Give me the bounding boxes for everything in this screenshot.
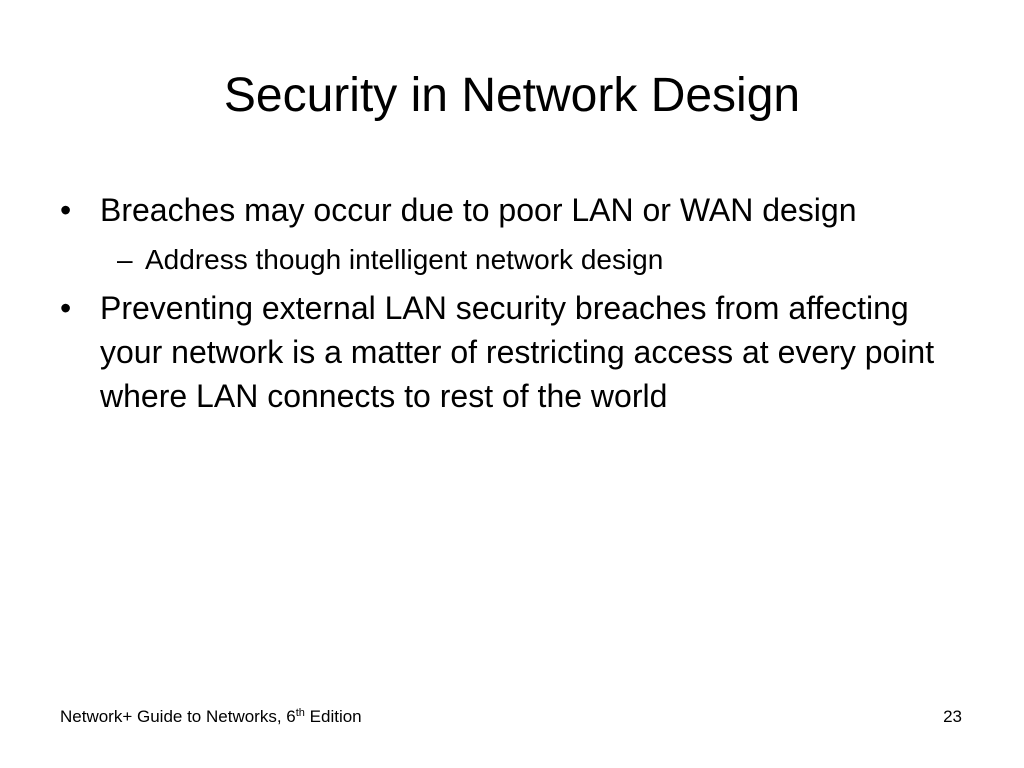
footer-book-prefix: Network+ Guide to Networks, 6 xyxy=(60,707,296,726)
sub-bullet-item: – Address though intelligent network des… xyxy=(60,238,970,282)
bullet-marker: • xyxy=(60,290,72,326)
slide-content: • Breaches may occur due to poor LAN or … xyxy=(60,188,970,424)
footer-book-suffix: Edition xyxy=(304,707,362,726)
bullet-item: • Preventing external LAN security breac… xyxy=(60,286,970,418)
bullet-text: Breaches may occur due to poor LAN or WA… xyxy=(100,192,857,228)
footer-book-title: Network+ Guide to Networks, 6th Edition xyxy=(60,706,362,728)
slide-title: Security in Network Design xyxy=(223,69,801,122)
sub-bullet-text: Address though intelligent network desig… xyxy=(145,244,664,275)
page-number: 23 xyxy=(943,707,962,726)
sub-bullet-marker: – xyxy=(117,244,133,275)
bullet-marker: • xyxy=(60,192,72,228)
footer-book-superscript: th xyxy=(295,707,305,719)
bullet-text: Preventing external LAN security breache… xyxy=(100,290,935,414)
bullet-item: • Breaches may occur due to poor LAN or … xyxy=(60,188,970,232)
